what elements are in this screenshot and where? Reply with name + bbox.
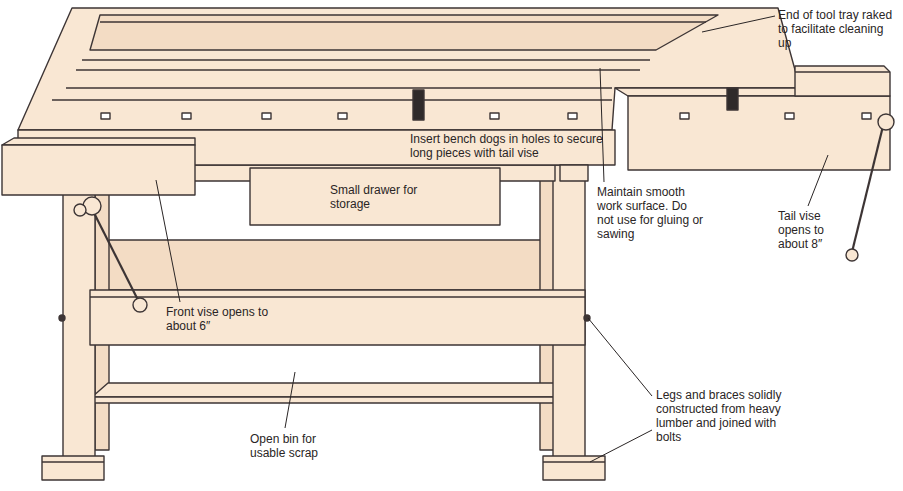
- callout-note: Legs and braces solidly constructed from…: [656, 388, 796, 444]
- callout-note: Front vise opens to about 6″: [166, 305, 276, 333]
- drawer-front: Small drawer for storage: [251, 169, 499, 224]
- callout-note: End of tool tray raked to facilitate cle…: [778, 8, 900, 50]
- callout-note: Tail vise opens to about 8″: [778, 209, 848, 251]
- drawer-label: Small drawer for storage: [330, 183, 420, 211]
- callout-note: Insert bench dogs in holes to secure lon…: [410, 132, 615, 160]
- callout-note: Maintain smooth work surface. Do not use…: [597, 185, 705, 241]
- callout-note: Open bin for usable scrap: [250, 432, 350, 460]
